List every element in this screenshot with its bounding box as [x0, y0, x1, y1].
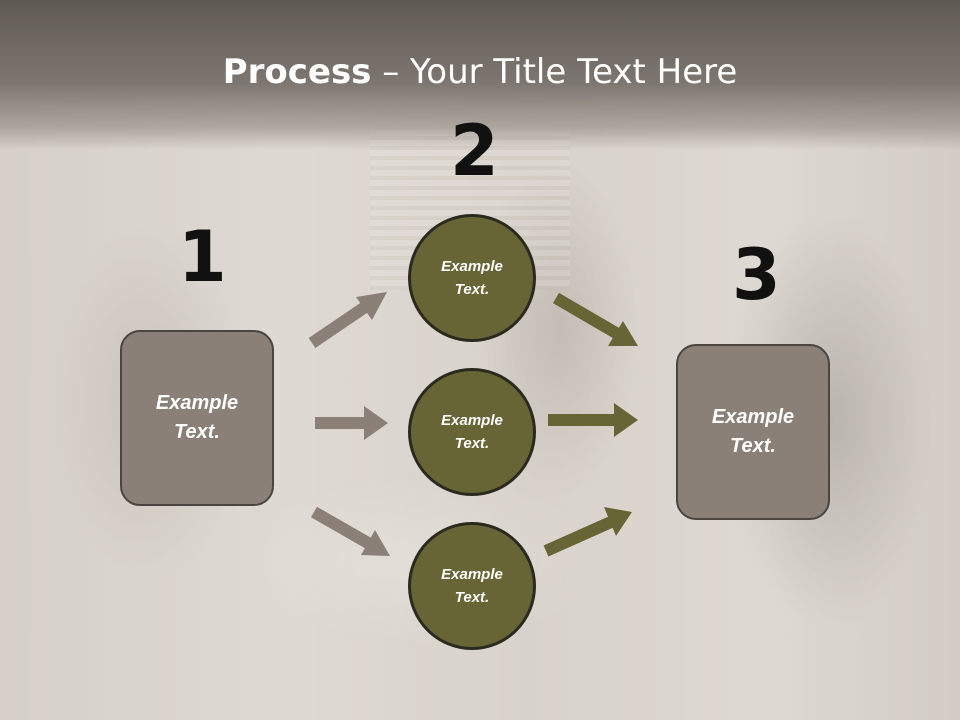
circle-bottom[interactable]: Example Text.	[408, 522, 536, 650]
step-number-3: 3	[732, 234, 781, 316]
arrow-top-to-right	[552, 292, 638, 346]
arrow-middle-to-right	[548, 403, 638, 437]
title-band	[0, 0, 960, 150]
step-number-1: 1	[178, 216, 227, 298]
slide-title[interactable]: Process – Your Title Text Here	[0, 52, 960, 92]
arrow-left-to-top	[308, 292, 387, 348]
left-box[interactable]: Example Text.	[120, 330, 274, 506]
right-box[interactable]: Example Text.	[676, 344, 830, 520]
step-number-2: 2	[450, 110, 499, 192]
circle-middle[interactable]: Example Text.	[408, 368, 536, 496]
arrow-left-to-middle	[315, 406, 388, 440]
circle-top[interactable]: Example Text.	[408, 214, 536, 342]
arrow-left-to-bottom	[311, 506, 390, 556]
title-bold-part: Process	[222, 52, 372, 92]
title-rest-part: – Your Title Text Here	[371, 52, 738, 92]
arrow-bottom-to-right	[543, 507, 632, 557]
